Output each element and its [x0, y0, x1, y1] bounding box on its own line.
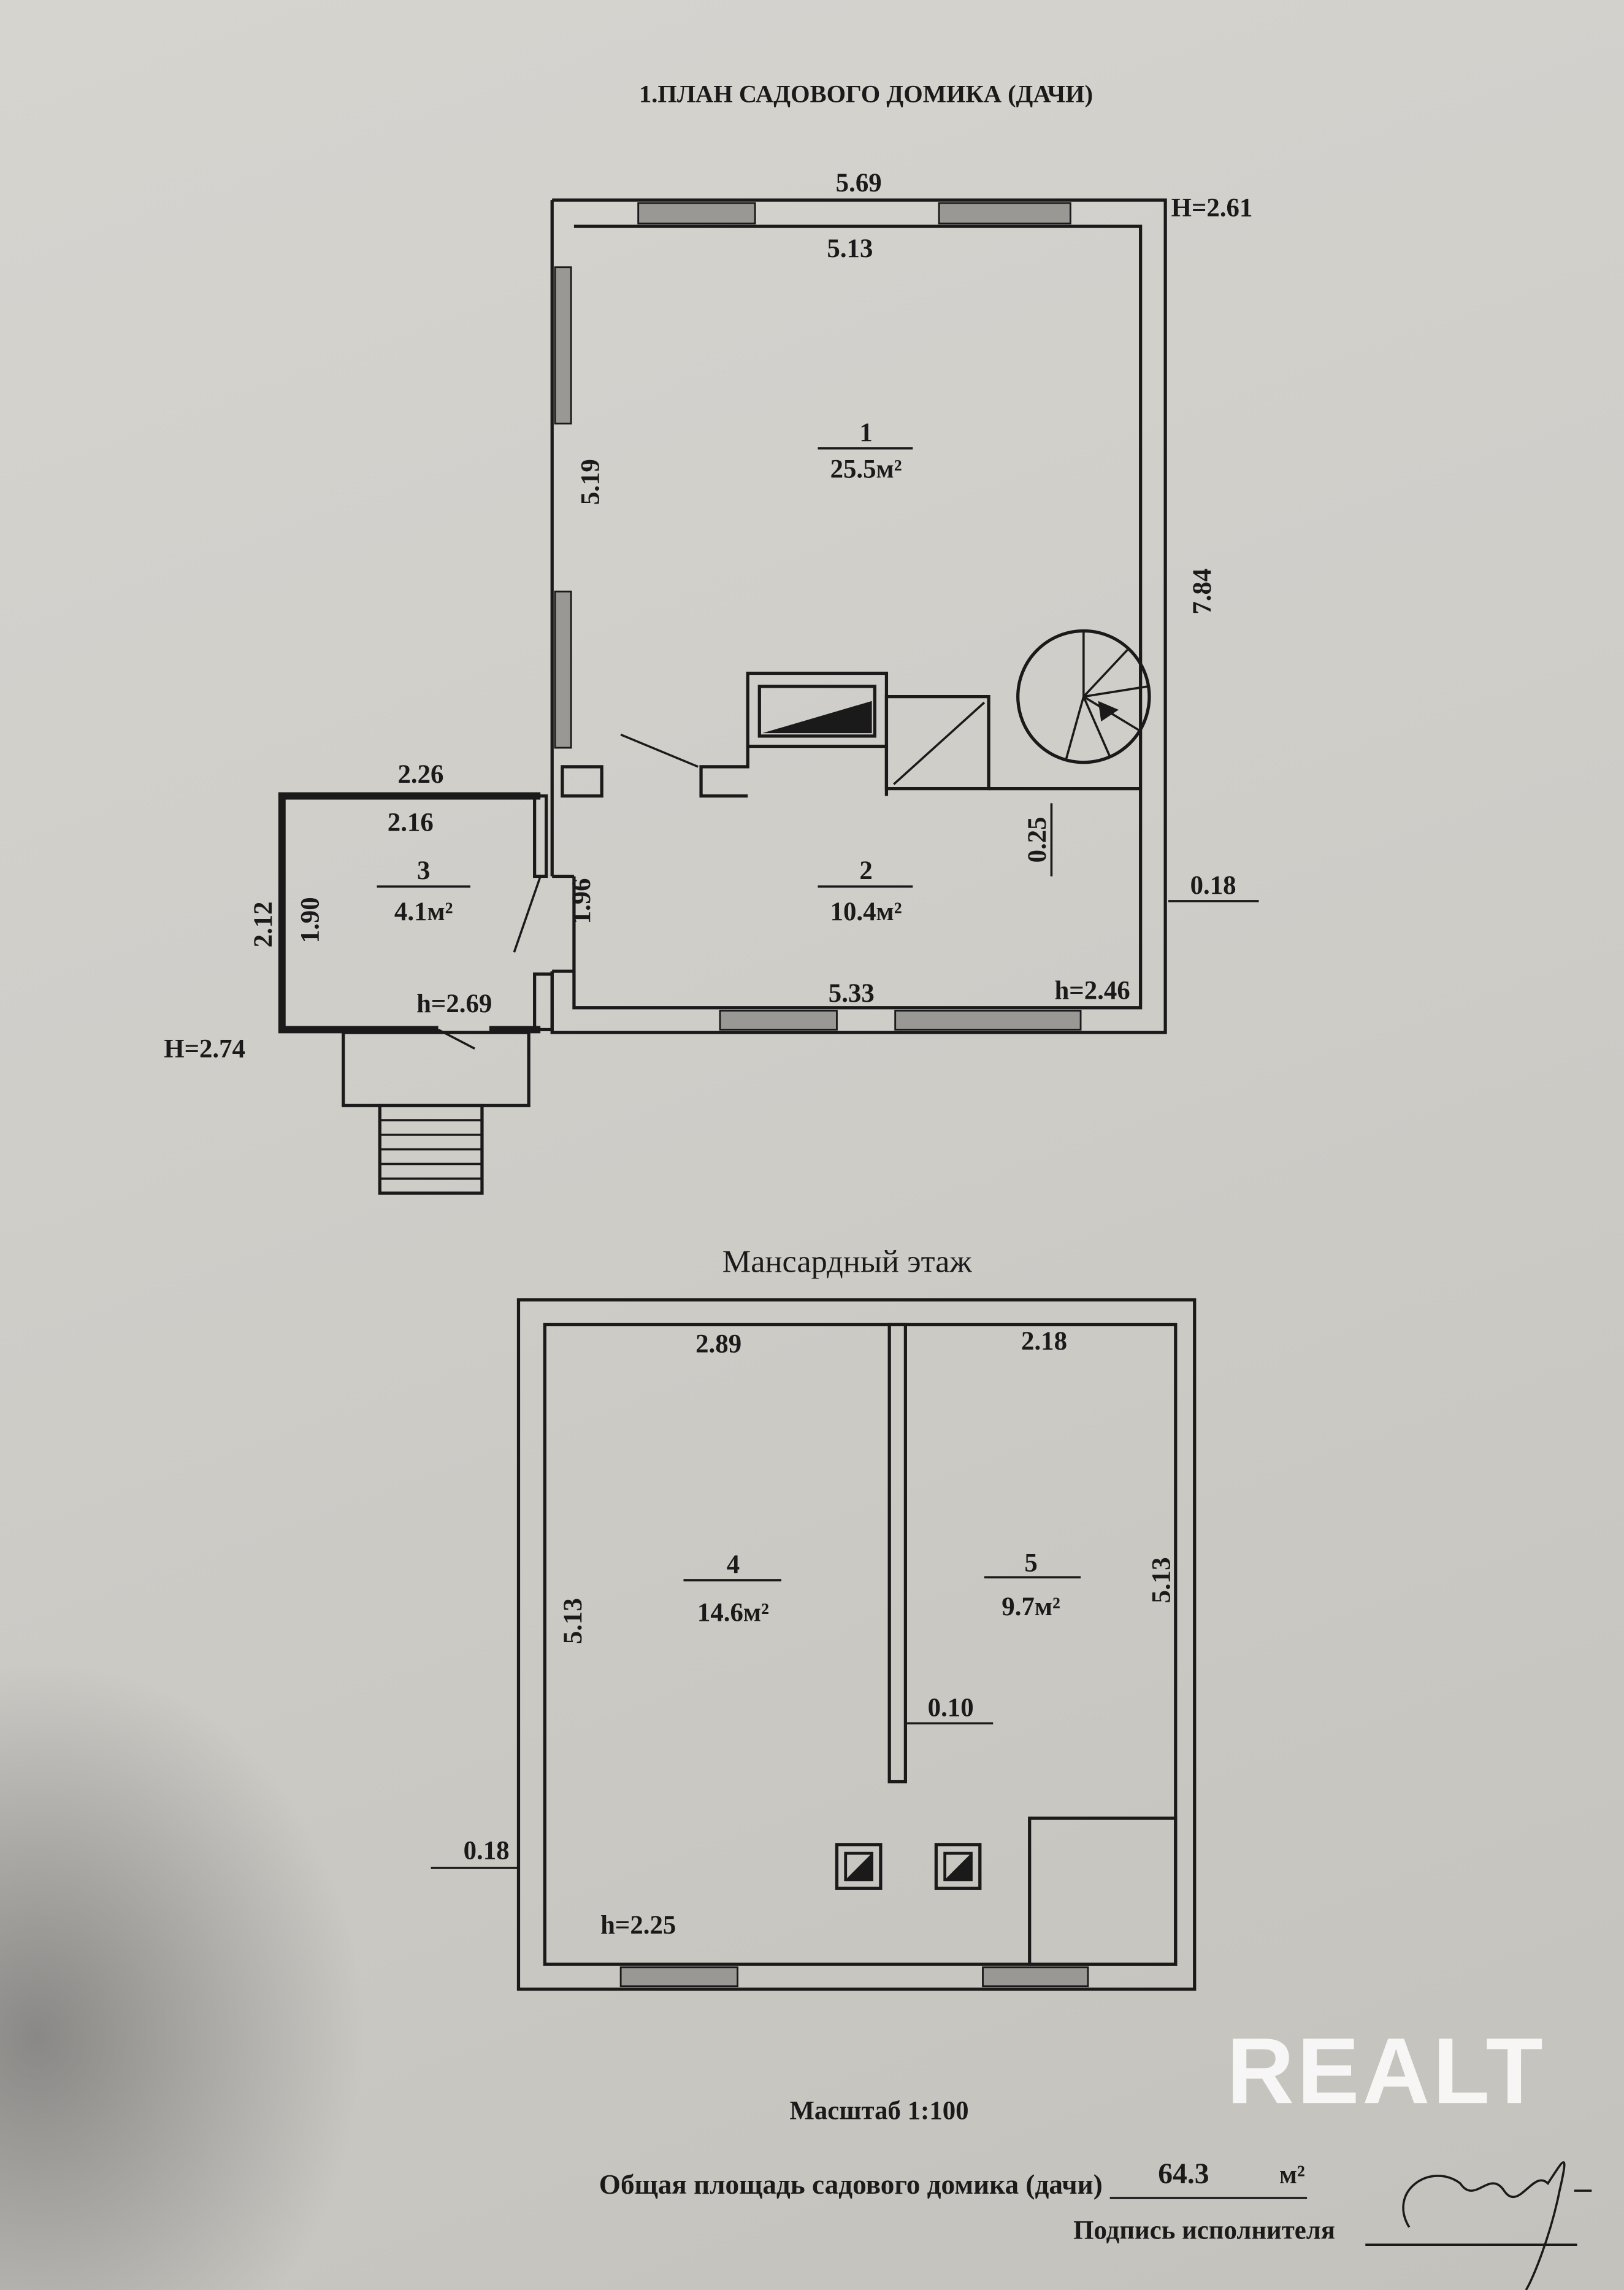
room-area: 25.5м²	[830, 455, 902, 484]
dim-right: 7.84	[1188, 569, 1217, 615]
window	[719, 1010, 838, 1031]
signature-label: Подпись исполнителя	[1073, 2216, 1335, 2245]
dim-room2-depth: 1.96	[567, 878, 596, 924]
scale-label: Масштаб 1:100	[789, 2096, 968, 2125]
height-label: H=2.61	[1171, 193, 1253, 222]
window	[637, 202, 756, 225]
dim-room3-outer-depth: 2.12	[249, 902, 278, 948]
dim-bottom: 5.33	[829, 979, 875, 1008]
dim-room5-width: 2.18	[1021, 1327, 1067, 1356]
partition-wall	[887, 1323, 907, 1784]
ground-floor-plan: 5.69 H=2.61 5.13 1 25.5м² 5.19 7.84 2.26…	[164, 169, 1259, 1195]
stair-opening	[1028, 1816, 1178, 1966]
stair-opening	[884, 694, 990, 791]
realt-watermark: REALT	[1227, 2019, 1545, 2123]
room-number: 3	[417, 856, 430, 885]
height-label: h=2.46	[1054, 976, 1130, 1005]
entrance-stairs	[342, 1031, 530, 1195]
dim-room5-depth: 5.13	[1147, 1557, 1176, 1603]
attic-floor-plan: Мансардный этаж 2.89 2.18 4 14.6м² 5 9.7…	[431, 1244, 1197, 1991]
height-label: h=2.25	[600, 1911, 676, 1940]
window	[894, 1010, 1082, 1031]
attic-title: Мансардный этаж	[722, 1244, 973, 1280]
room-area: 9.7м²	[1002, 1593, 1060, 1621]
total-area-value: 64.3	[1158, 2158, 1209, 2190]
dim-room3-outer: 2.26	[397, 760, 443, 789]
dim-left: 5.19	[576, 459, 605, 505]
room-area: 14.6м²	[697, 1599, 769, 1627]
dim-outer-width: 5.69	[836, 169, 882, 198]
dim-wall: 0.18	[464, 1837, 510, 1865]
room-number: 4	[727, 1550, 740, 1579]
window	[554, 590, 572, 749]
total-area-unit: м²	[1279, 2161, 1305, 2189]
photo-shadow	[0, 1656, 368, 2290]
height-label: H=2.74	[164, 1035, 245, 1064]
room-number: 5	[1024, 1549, 1037, 1578]
window	[982, 1966, 1089, 1988]
dim-partition: 0.10	[928, 1693, 974, 1722]
total-area-label: Общая площадь садового домика (дачи)	[599, 2169, 1103, 2200]
signature	[1402, 2161, 1592, 2290]
chimney	[934, 1843, 982, 1890]
dim-room3-inner: 2.16	[388, 809, 434, 837]
dim-room3-inner-depth: 1.90	[296, 897, 324, 943]
fireplace	[699, 671, 889, 798]
window	[938, 202, 1071, 225]
window	[619, 1966, 739, 1988]
room-area: 4.1м²	[394, 897, 453, 926]
spiral-staircase	[1016, 629, 1151, 764]
chimney	[835, 1843, 883, 1890]
room-area: 10.4м²	[830, 897, 902, 926]
room-number: 1	[859, 418, 872, 447]
room-number: 2	[859, 856, 872, 885]
document-title: 1.ПЛАН САДОВОГО ДОМИКА (ДАЧИ)	[639, 80, 1093, 108]
window	[554, 266, 572, 425]
dim-wall: 0.18	[1190, 871, 1236, 900]
dim-room4-depth: 5.13	[559, 1598, 588, 1644]
dim-inner-width: 5.13	[827, 234, 873, 263]
dim-partition: 0.25	[1023, 816, 1052, 863]
dim-room4-width: 2.89	[695, 1330, 741, 1359]
footer: Масштаб 1:100 Общая площадь садового дом…	[599, 2019, 1592, 2290]
height-label: h=2.69	[416, 989, 492, 1018]
